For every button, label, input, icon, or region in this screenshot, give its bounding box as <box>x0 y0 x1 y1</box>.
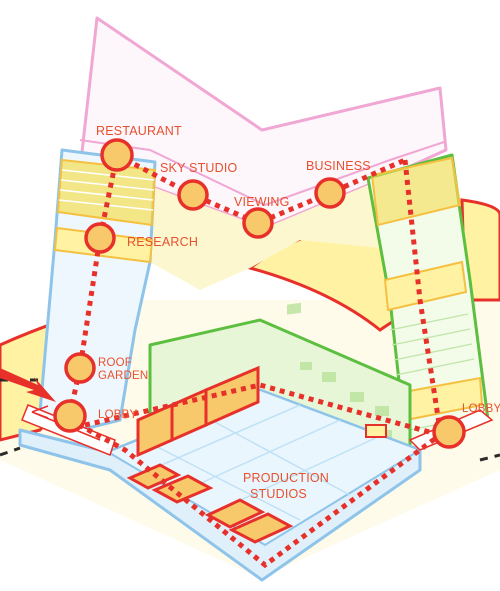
lobby-right-marker <box>365 424 387 438</box>
studio-blocks <box>126 463 294 544</box>
studio-block-4 <box>228 512 294 544</box>
node-lobby-right <box>432 415 466 449</box>
studio-block-3 <box>204 498 266 529</box>
node-restaurant <box>100 138 134 172</box>
entry-arrow <box>0 368 56 402</box>
node-sky-studio <box>177 179 209 211</box>
label-lobby-left: LOBBY <box>98 409 137 421</box>
tower-right-band-mid <box>383 260 468 312</box>
plaza-right <box>460 198 500 302</box>
studio-walls <box>136 365 260 458</box>
circulation-route <box>67 152 443 569</box>
route-ground-front <box>68 417 442 569</box>
route-bridge <box>115 152 407 226</box>
label-viewing: VIEWING <box>234 195 290 209</box>
route-ground-back <box>84 382 441 438</box>
label-roof-garden-1: ROOF <box>98 357 132 369</box>
studio-wall-3 <box>204 365 260 428</box>
node-viewing <box>242 207 274 239</box>
studio-block-2 <box>151 474 214 504</box>
label-lobby-right: LOBBY <box>462 403 500 415</box>
node-lobby-left <box>53 399 87 433</box>
route-nodes <box>53 138 466 449</box>
label-production-2: STUDIOS <box>250 487 307 501</box>
label-sky-studio: SKY STUDIO <box>160 161 238 175</box>
node-roof-garden <box>64 352 96 384</box>
route-left-vertical <box>67 154 120 415</box>
label-business: BUSINESS <box>306 159 371 173</box>
node-research <box>84 222 116 254</box>
podium-blue-grid <box>139 404 381 521</box>
label-research: RESEARCH <box>127 235 198 249</box>
node-business <box>314 177 346 209</box>
label-restaurant: RESTAURANT <box>96 124 182 138</box>
label-roof-garden-2: GARDEN <box>98 370 148 382</box>
label-production-1: PRODUCTION <box>243 471 329 485</box>
route-right-vertical <box>402 159 443 431</box>
bridge-soffit <box>80 170 400 290</box>
tower-right-band-top <box>370 156 462 227</box>
